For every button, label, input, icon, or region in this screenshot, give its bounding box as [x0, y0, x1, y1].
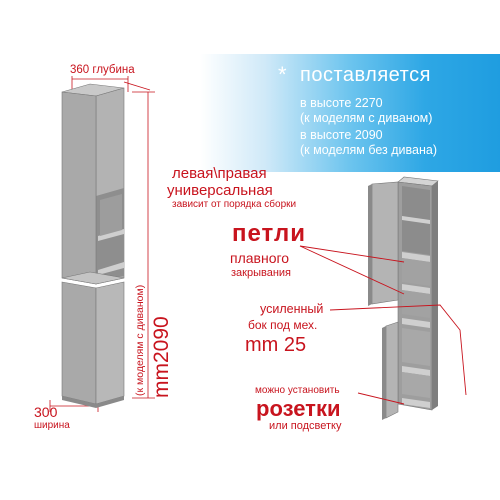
- width-label: ширина: [34, 420, 70, 431]
- hinges-line-2: закрывания: [231, 267, 292, 279]
- banner-line-1: в высоте 2270: [300, 96, 383, 110]
- universal-label: универсальная: [167, 182, 273, 199]
- banner-line-4: (к моделям без дивана): [300, 143, 437, 157]
- height-value: mm2090: [150, 316, 173, 398]
- depth-dimension: 360 глубина: [70, 64, 135, 76]
- supply-banner: * поставляется в высоте 2270 (к моделям …: [200, 54, 500, 172]
- banner-line-3: в высоте 2090: [300, 128, 383, 142]
- side-value: mm 25: [245, 334, 307, 356]
- depth-value: 360: [70, 64, 90, 76]
- sockets-line-2: или подсветку: [269, 420, 342, 432]
- width-value: 300: [34, 404, 58, 420]
- sockets-title: розетки: [256, 396, 341, 421]
- side-line-1: усиленный: [260, 302, 324, 316]
- assembly-note: зависит от порядка сборки: [172, 199, 297, 210]
- sockets-line-1: можно установить: [255, 385, 340, 396]
- height-note: (к моделям с диваном): [134, 284, 146, 396]
- tall-cabinet-drawing: [61, 83, 125, 408]
- side-line-2: бок под мех.: [248, 318, 318, 332]
- open-cabinet-drawing: [368, 176, 439, 420]
- left-right-label: левая\правая: [172, 165, 267, 182]
- depth-label: глубина: [92, 64, 135, 76]
- banner-title: поставляется: [300, 64, 431, 86]
- hinges-line-1: плавного: [230, 250, 290, 266]
- hinges-title: петли: [232, 220, 306, 247]
- banner-line-2: (к моделям с диваном): [300, 111, 433, 125]
- star-icon: *: [278, 62, 287, 87]
